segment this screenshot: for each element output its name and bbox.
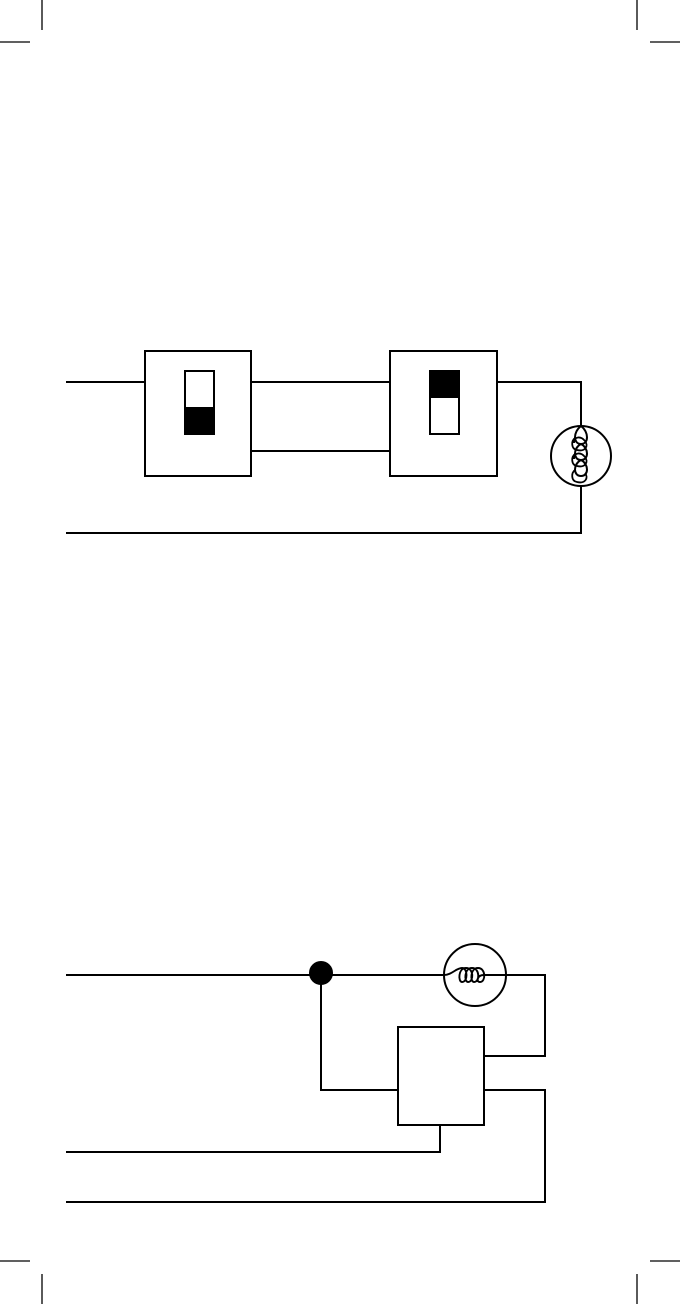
control-module — [398, 1027, 484, 1125]
wire-node-to-module — [321, 975, 398, 1090]
wire-return — [66, 486, 581, 533]
switch-2 — [390, 351, 497, 476]
wire-lamp-to-module — [484, 975, 545, 1056]
switch-1-rocker-pressed — [185, 408, 214, 434]
crop-mark-top-left — [0, 0, 42, 42]
switch-2-plate — [390, 351, 497, 476]
lamp-filament-icon — [444, 944, 506, 1006]
wire-to-lamp — [497, 382, 581, 426]
wire-module-bottom — [66, 1125, 440, 1152]
switch-2-rocker-pressed — [430, 371, 459, 397]
crop-mark-bottom-left — [0, 1261, 42, 1304]
crop-mark-top-right — [637, 0, 680, 42]
switch-1 — [145, 351, 251, 476]
crop-mark-bottom-right — [637, 1261, 680, 1304]
top-diagram — [66, 351, 611, 533]
junction-node — [310, 962, 332, 984]
lamp-filament-icon — [551, 426, 611, 486]
bottom-diagram — [66, 944, 545, 1202]
